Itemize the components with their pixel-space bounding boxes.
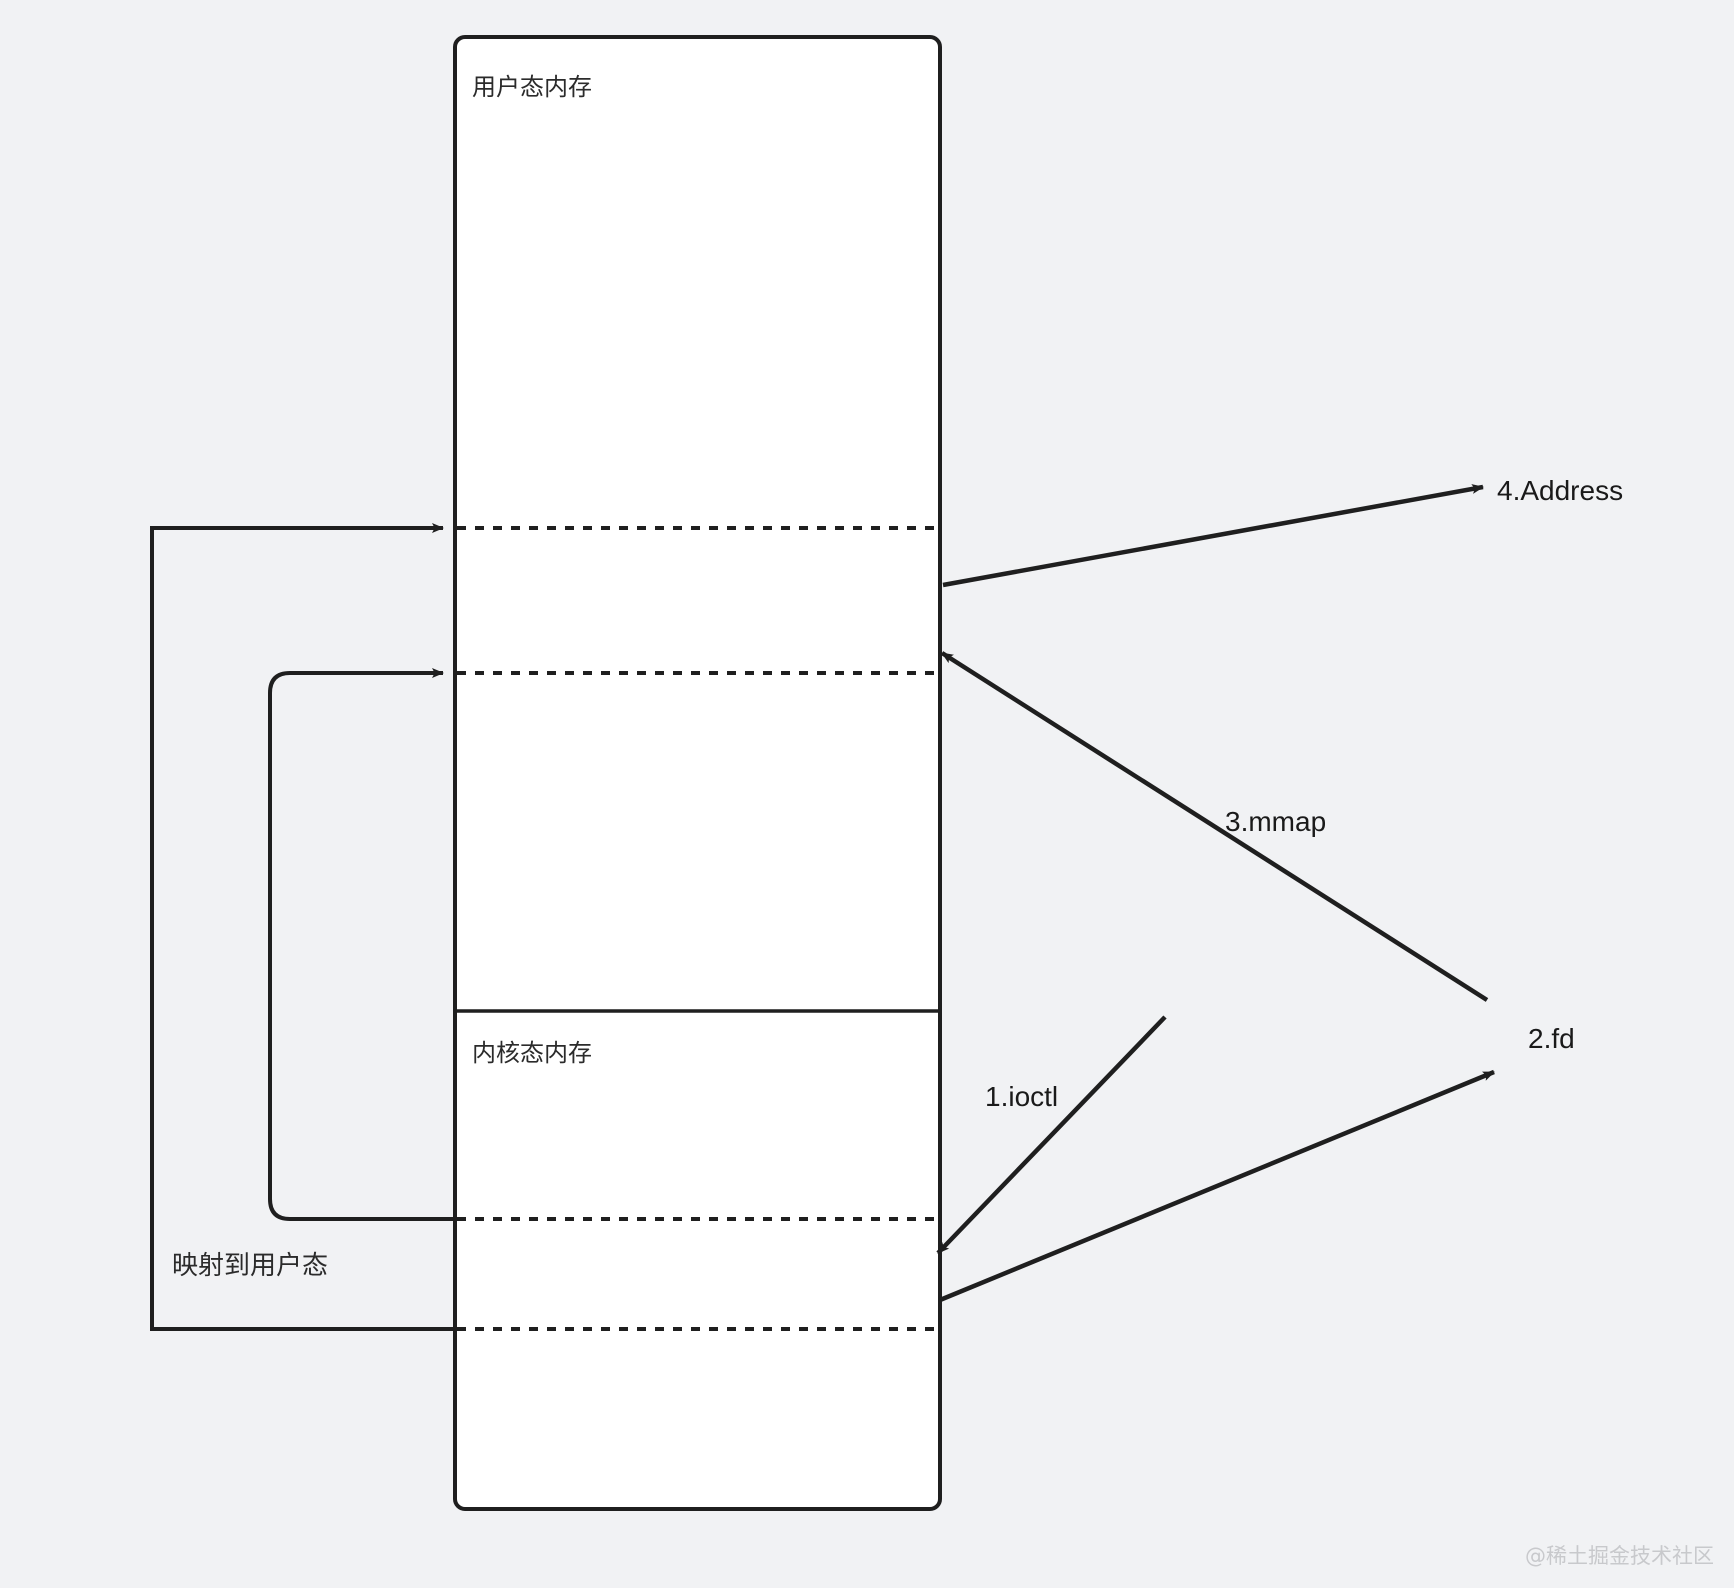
arrow-address <box>942 484 1484 588</box>
step-3-mmap-label: 3.mmap <box>1225 806 1327 837</box>
arrow-mmap <box>940 651 1489 1002</box>
kernel-memory-label: 内核态内存 <box>472 1039 592 1067</box>
map-to-userspace-label: 映射到用户态 <box>172 1251 329 1281</box>
mapping-connector-inner <box>268 668 455 1221</box>
arrow-ioctl <box>936 1015 1167 1255</box>
watermark: @稀土掘金技术社区 <box>1525 1544 1714 1568</box>
memory-box <box>453 35 942 1511</box>
arrow-fd <box>939 1069 1495 1303</box>
user-memory-label: 用户态内存 <box>472 73 592 101</box>
mapping-connector-outer <box>150 523 455 1331</box>
step-4-address-label: 4.Address <box>1497 475 1624 506</box>
step-2-fd-label: 2.fd <box>1528 1023 1575 1054</box>
step-1-ioctl-label: 1.ioctl <box>985 1081 1059 1112</box>
